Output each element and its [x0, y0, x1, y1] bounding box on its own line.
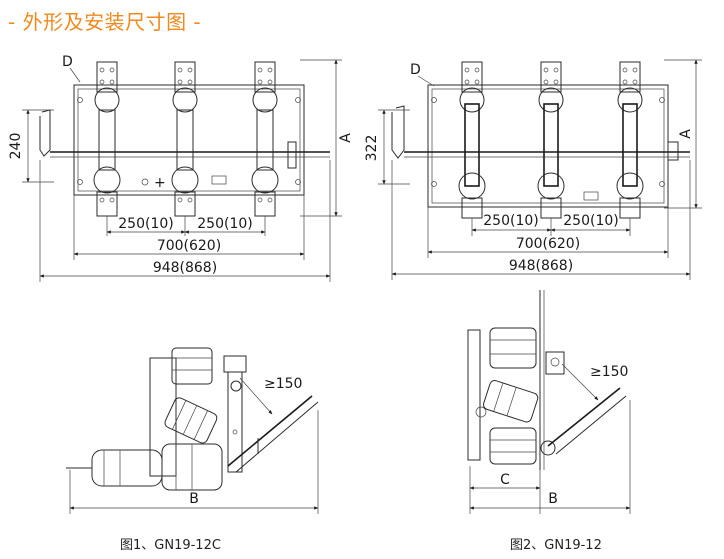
fig2-dim-mount: 700(620) [516, 236, 580, 252]
fig2-side-label-c: C [500, 472, 510, 488]
fig1-pole-1 [93, 61, 121, 217]
fig1-front-view: + D 240 A 250(10) 250(10) 700(620) 948(8… [8, 54, 354, 282]
fig1-side-label-b: B [189, 491, 199, 507]
fig1-dim-pitch-2: 250(10) [197, 216, 252, 232]
fig1-side-view: ≥150 B [66, 347, 319, 514]
fig1-dim-mount: 700(620) [157, 238, 221, 254]
fig1-dim-pitch-1: 250(10) [118, 216, 173, 232]
fig1-pole-3 [251, 61, 279, 217]
fig2-front-view: D 322 A 250(10) 250(10) 700(620) 948(868… [364, 59, 702, 280]
fig2-dim-pitch-1: 250(10) [483, 213, 538, 229]
fig2-dim-pitch-2: 250(10) [563, 213, 618, 229]
fig2-pole-1 [458, 61, 486, 219]
fig1-dim-height: 240 [8, 133, 24, 160]
fig1-pole-2 [171, 61, 199, 217]
fig1-label-d: D [62, 54, 73, 70]
fig2-label-a: A [678, 129, 694, 139]
fig1-side-clearance: ≥150 [264, 376, 302, 392]
fig2-caption: 图2、GN19-12 [510, 538, 602, 553]
fig2-side-clearance: ≥150 [590, 364, 628, 380]
fig1-dim-overall: 948(868) [153, 260, 217, 276]
fig2-dim-overall: 948(868) [509, 258, 573, 274]
section-title: - 外形及安装尺寸图 - [8, 10, 202, 34]
fig2-label-d: D [410, 62, 421, 78]
fig2-pole-2 [537, 61, 565, 219]
fig2-dim-height: 322 [364, 135, 380, 162]
fig1-label-a: A [338, 133, 354, 143]
fig2-side-view: ≥150 C B [467, 290, 631, 514]
fig2-side-label-b: B [548, 491, 558, 507]
svg-text:+: + [154, 175, 166, 191]
fig1-caption: 图1、GN19-12C [120, 538, 221, 553]
